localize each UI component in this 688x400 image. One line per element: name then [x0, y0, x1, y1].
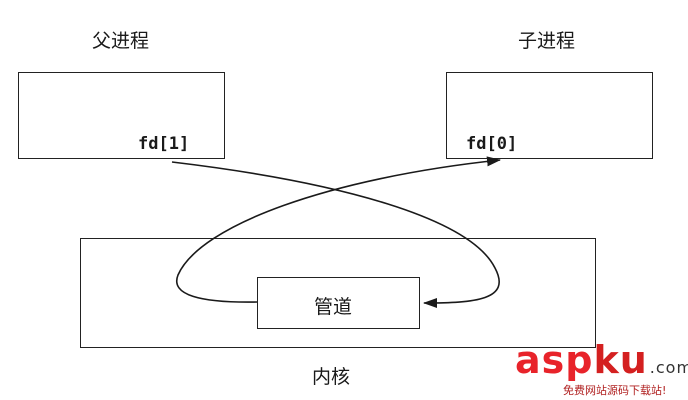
watermark-brand-suffix: .com — [649, 358, 688, 377]
watermark-brand-ku: ku — [593, 338, 648, 382]
watermark-logo: aspku.com 免费网站源码下载站! — [515, 338, 688, 398]
pipe-box — [257, 277, 420, 329]
parent-fd-label: fd[1] — [138, 134, 190, 154]
read-arrow — [175, 156, 501, 303]
child-fd-label: fd[0] — [466, 134, 518, 154]
parent-process-box — [18, 72, 225, 159]
child-process-label: 子进程 — [518, 30, 576, 52]
child-process-box — [446, 72, 653, 159]
watermark-brand-prefix: asp — [515, 338, 594, 382]
kernel-label: 内核 — [312, 366, 351, 388]
kernel-box — [80, 238, 596, 348]
write-arrow — [171, 161, 500, 308]
pipe-label: 管道 — [314, 296, 353, 318]
watermark-brand: aspku.com — [515, 338, 688, 382]
parent-process-label: 父进程 — [92, 30, 150, 52]
watermark-tagline: 免费网站源码下载站! — [563, 384, 667, 397]
